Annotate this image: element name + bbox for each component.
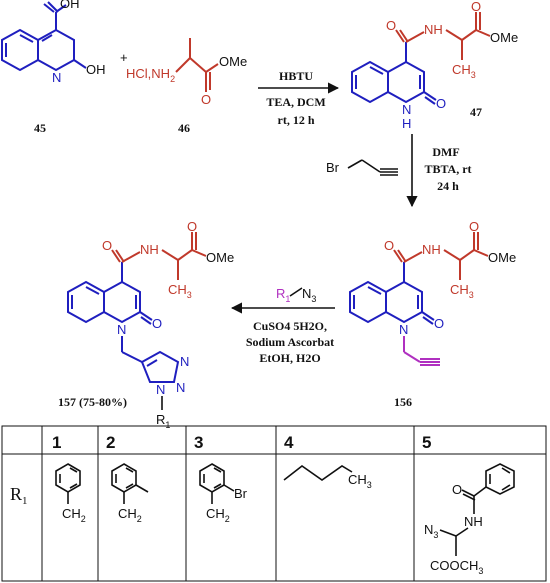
bromobenzyl-br: Br <box>234 486 248 501</box>
cond-step3-b: Sodium Ascorbat <box>246 335 334 349</box>
nitrogen-label-47: N <box>402 102 411 117</box>
compound-46 <box>175 38 219 92</box>
cond-step2-a: DMF <box>432 145 459 159</box>
r1-butyl <box>283 465 353 481</box>
r1-amino-ester <box>439 463 515 556</box>
r1-table <box>1 425 547 582</box>
methoxy-label-157: OMe <box>206 250 234 265</box>
carbonyl-oxygen-46: O <box>201 92 211 107</box>
ester-oxygen-156: O <box>469 219 479 234</box>
cond-step3-c: EtOH, H2O <box>259 351 320 365</box>
nh-hydrogen-47: H <box>402 116 411 131</box>
methyl-label-157: CH3 <box>168 282 192 300</box>
cond-step2-b: TBTA, rt <box>424 162 471 176</box>
butyl-ch3: CH3 <box>348 472 372 490</box>
amide-oxygen-47: O <box>386 18 396 33</box>
compound-45 <box>1 1 87 72</box>
cond-step2-c: 24 h <box>437 179 459 193</box>
methoxy-label-156: OMe <box>488 250 516 265</box>
compound-label-47: 47 <box>470 105 482 119</box>
ester-oxygen-157: O <box>187 219 197 234</box>
amide-nh-157: NH <box>140 242 159 257</box>
methyl-label-156: CH3 <box>450 282 474 300</box>
lactam-oxygen-47: O <box>436 96 446 111</box>
triazole-r1-label: R1 <box>156 412 170 430</box>
propargyl-bromide <box>347 159 398 176</box>
compound-156 <box>349 232 489 366</box>
amide-oxygen-156: O <box>384 238 394 253</box>
compound-47 <box>351 12 491 105</box>
nitrogen-label-157: N <box>117 322 126 337</box>
table-col-2: 2 <box>106 433 115 452</box>
table-col-1: 1 <box>52 433 61 452</box>
amide-nh-47: NH <box>424 22 443 37</box>
table-row-label: R1 <box>10 484 28 507</box>
r1-benzyl <box>55 463 81 504</box>
compound-label-45: 45 <box>34 121 46 135</box>
bromine-label-reagent: Br <box>326 160 340 175</box>
triazole-n-top: N <box>180 354 189 369</box>
ester-oxygen-47: O <box>471 0 481 14</box>
r1-methylbenzyl <box>111 463 149 504</box>
cond-step1-a: HBTU <box>279 69 313 83</box>
amino-ester-n3: N3 <box>424 522 438 540</box>
amino-ester-o: O <box>452 482 462 497</box>
amide-oxygen-157: O <box>102 238 112 253</box>
benzyl-ch2: CH2 <box>62 506 86 524</box>
cond-step1-b: TEA, DCM <box>266 95 325 109</box>
lactam-oxygen-156: O <box>434 316 444 331</box>
azide-reagent: R1 <box>276 286 290 304</box>
hydroxyl-label-45b: OH <box>86 62 106 77</box>
cond-step3-a: CuSO4 5H2O, <box>253 319 327 333</box>
triazole-n-right: N <box>176 380 185 395</box>
r1-bromobenzyl <box>199 463 235 504</box>
ammonium-label-46: HCl,NH2 <box>126 66 175 84</box>
table-col-4: 4 <box>284 433 294 452</box>
methyl-label-47: CH3 <box>452 62 476 80</box>
methoxy-label-47: OMe <box>490 30 518 45</box>
amide-nh-156: NH <box>422 242 441 257</box>
compound-157 <box>67 232 207 383</box>
compound-label-46: 46 <box>178 121 190 135</box>
bromobenzyl-ch2: CH2 <box>206 506 230 524</box>
nitrogen-label-156: N <box>399 322 408 337</box>
hydroxyl-label-45a: OH <box>60 0 80 11</box>
cond-step1-c: rt, 12 h <box>278 113 315 127</box>
azide-bond <box>289 287 303 297</box>
methylbenzyl-ch2: CH2 <box>118 506 142 524</box>
table-col-3: 3 <box>194 433 203 452</box>
compound-label-156: 156 <box>394 395 412 409</box>
compound-label-157: 157 (75-80%) <box>58 395 127 409</box>
nitrogen-label-45: N <box>52 70 61 85</box>
table-col-5: 5 <box>422 433 431 452</box>
triazole-n-bottom: N <box>156 382 165 397</box>
amino-ester-cooch3: COOCH3 <box>430 558 483 576</box>
plus-sign: + <box>120 50 128 65</box>
lactam-oxygen-157: O <box>152 316 162 331</box>
amino-ester-nh: NH <box>464 514 483 529</box>
methoxy-label-46: OMe <box>219 54 247 69</box>
azide-n3-label: N3 <box>302 286 316 304</box>
